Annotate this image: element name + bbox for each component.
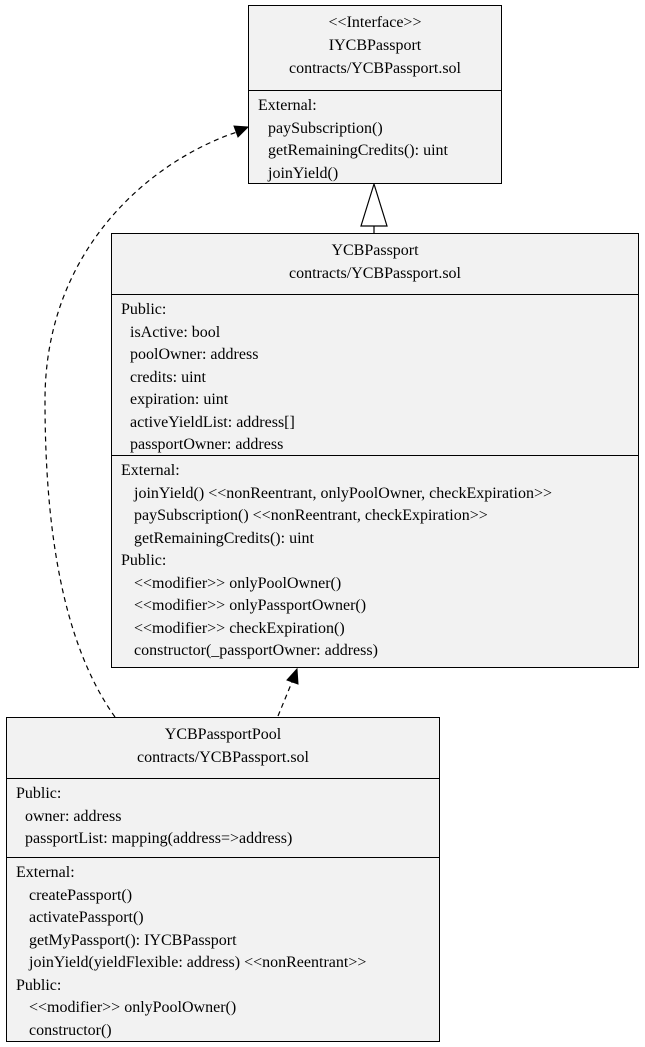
operation: <<modifier>> onlyPassportOwner() <box>134 597 367 614</box>
operation: joinYield(yieldFlexible: address) <<nonR… <box>29 954 367 971</box>
source-file: contracts/YCBPassport.sol <box>289 60 461 77</box>
attributes-section: Public: owner: address passportList: map… <box>7 779 439 857</box>
operation: paySubscription() <box>268 119 383 137</box>
operation: paySubscription() <<nonReentrant, checkE… <box>134 507 488 524</box>
pool-to-interface-dependency-line <box>44 130 241 718</box>
operation: getMyPassport(): IYCBPassport <box>29 931 237 949</box>
dependency-arrowhead-icon <box>286 667 299 685</box>
class-header: <<Interface>> IYCBPassport contracts/YCB… <box>249 6 501 91</box>
operations-section: External: createPassport() activatePassp… <box>7 857 439 1042</box>
attribute: activeYieldList: address[] <box>130 413 295 431</box>
class-header: YCBPassport contracts/YCBPassport.sol <box>112 234 638 295</box>
operations-section: External: paySubscription() getRemaining… <box>249 91 501 185</box>
attribute: credits: uint <box>130 368 206 386</box>
attributes-section: Public: isActive: bool poolOwner: addres… <box>112 295 638 455</box>
pool-to-passport-dependency-line <box>277 681 293 717</box>
class-name: IYCBPassport <box>328 37 422 54</box>
section-heading: Public: <box>16 785 62 802</box>
realization-triangle-icon <box>360 181 388 227</box>
section-heading: External: <box>16 864 75 881</box>
class-header: YCBPassportPool contracts/YCBPassport.so… <box>7 718 439 779</box>
attribute: isActive: bool <box>130 323 221 341</box>
section-heading: Public: <box>16 976 62 994</box>
stereotype-label: <<Interface>> <box>328 14 422 31</box>
operation: getRemainingCredits(): uint <box>268 142 448 159</box>
source-file: contracts/YCBPassport.sol <box>289 265 461 282</box>
operation: joinYield() <<nonReentrant, onlyPoolOwne… <box>134 484 553 502</box>
operation: createPassport() <box>29 886 133 904</box>
operation: <<modifier>> onlyPoolOwner() <box>29 999 237 1016</box>
section-heading: Public: <box>121 301 167 318</box>
operation: constructor() <box>29 1021 112 1039</box>
pool-class-box: YCBPassportPool contracts/YCBPassport.so… <box>6 717 440 1042</box>
operation: <<modifier>> checkExpiration() <box>134 619 345 637</box>
operation: joinYield() <box>268 164 339 182</box>
class-name: YCBPassport <box>331 242 419 259</box>
operation: constructor(_passportOwner: address) <box>134 642 378 659</box>
attribute: expiration: uint <box>130 391 229 408</box>
class-name: YCBPassportPool <box>164 726 282 743</box>
attribute: passportList: mapping(address=>address) <box>25 830 293 847</box>
attribute: passportOwner: address <box>130 436 284 453</box>
dependency-arrowhead-icon <box>233 125 250 138</box>
interface-class-box: <<Interface>> IYCBPassport contracts/YCB… <box>248 5 502 184</box>
section-heading: External: <box>121 462 180 479</box>
section-heading: External: <box>258 97 317 114</box>
operation: activatePassport() <box>29 909 144 926</box>
operation: getRemainingCredits(): uint <box>134 529 314 547</box>
section-heading: Public: <box>121 552 167 569</box>
operation: <<modifier>> onlyPoolOwner() <box>134 574 342 592</box>
source-file: contracts/YCBPassport.sol <box>137 749 309 766</box>
passport-class-box: YCBPassport contracts/YCBPassport.sol Pu… <box>111 233 639 668</box>
attribute: poolOwner: address <box>130 346 259 363</box>
attribute: owner: address <box>25 807 122 825</box>
operations-section: External: joinYield() <<nonReentrant, on… <box>112 455 638 663</box>
